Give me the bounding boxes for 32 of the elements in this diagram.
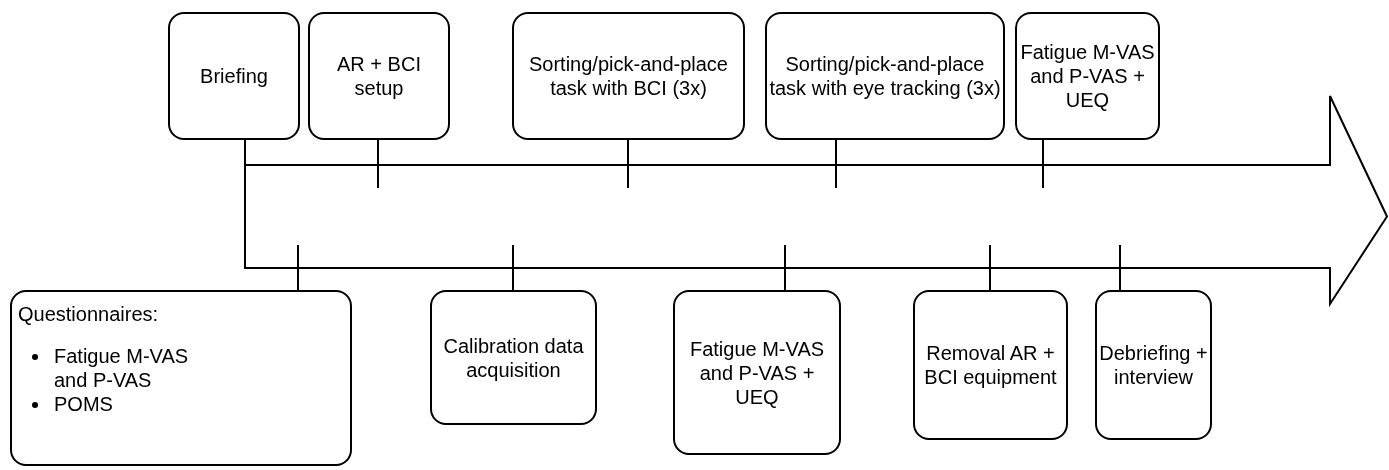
step-box xyxy=(1095,290,1212,440)
step-box xyxy=(308,12,450,140)
step-box xyxy=(10,290,352,466)
step-text: Fatigue M-VAS and P-VAS + UEQ xyxy=(1019,40,1156,112)
step-text: Sorting/pick-and-place task with BCI (3x) xyxy=(528,52,729,100)
step-text: Removal AR + BCI equipment xyxy=(923,341,1058,389)
bullet-item: POMS xyxy=(54,393,113,415)
list-heading: Questionnaires: xyxy=(18,302,160,326)
step-box xyxy=(913,290,1068,440)
connector-line xyxy=(627,139,629,189)
step-box xyxy=(512,12,745,140)
step-box xyxy=(1015,12,1160,140)
connector-line xyxy=(1042,139,1044,189)
step-text: Debriefing + interview xyxy=(1099,341,1208,389)
step-box xyxy=(168,12,300,140)
connector-line xyxy=(989,244,991,291)
step-box xyxy=(673,290,841,455)
bullet-item: Fatigue M-VAS and P-VAS xyxy=(54,345,189,391)
connector-line xyxy=(1119,244,1121,291)
connector-line xyxy=(835,139,837,189)
connector-line xyxy=(377,139,379,189)
step-box xyxy=(765,12,1005,140)
step-text: Briefing xyxy=(200,64,268,88)
step-text: Calibration data acquisition xyxy=(442,333,585,382)
connector-line xyxy=(244,139,246,189)
connector-line xyxy=(512,244,514,291)
connector-line xyxy=(297,244,299,291)
step-text: Sorting/pick-and-place task with eye tracking (3x) xyxy=(769,52,1001,100)
step-text: Fatigue M-VAS and P-VAS + UEQ xyxy=(688,336,826,409)
step-text: AR + BCI setup xyxy=(336,52,422,100)
step-box xyxy=(430,290,597,425)
connector-line xyxy=(784,244,786,291)
